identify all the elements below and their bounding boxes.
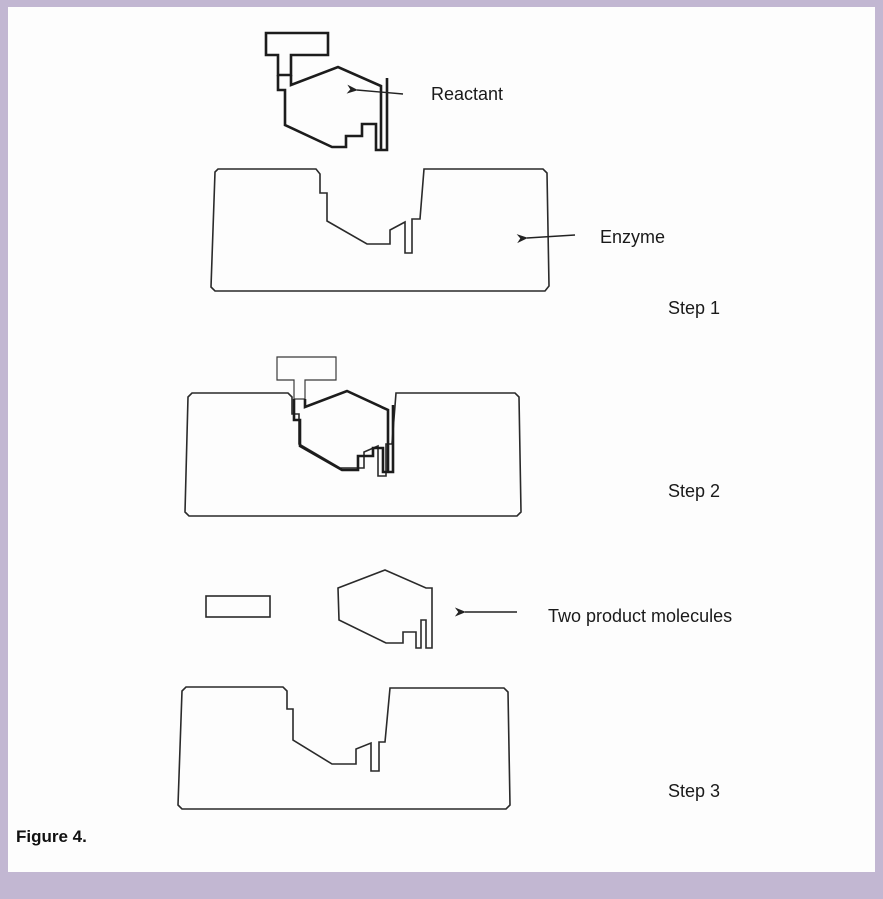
reactant-label: Reactant [431,84,503,104]
products-label: Two product molecules [548,606,732,626]
step-2-label: Step 2 [668,481,720,501]
reactant-molecule [264,31,389,152]
enzyme-step-3 [177,686,511,810]
enzyme-arrow [516,234,576,244]
step-3-label: Step 3 [668,781,720,801]
enzyme-label: Enzyme [600,227,665,247]
figure-caption: Figure 4. [16,827,87,846]
reactant-arrow [346,84,404,95]
product-molecule-small [205,595,271,618]
step-1-label: Step 1 [668,298,720,318]
enzyme-step-1 [210,168,550,292]
product-molecule-large [337,569,433,649]
bound-reactant [276,356,395,474]
enzyme-step-2 [184,392,522,517]
